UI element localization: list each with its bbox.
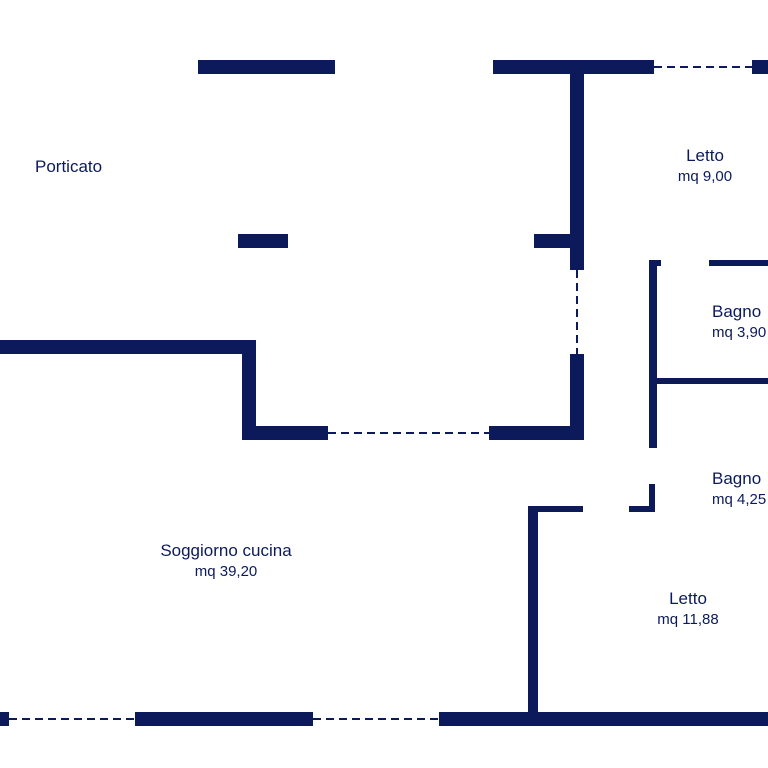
room-area: mq 3,90 bbox=[712, 324, 767, 341]
wall-stub-right bbox=[534, 234, 574, 248]
wall-bagno-left bbox=[649, 260, 657, 448]
room-area: mq 9,00 bbox=[677, 168, 733, 185]
wall-letto-left-lower bbox=[570, 354, 584, 440]
wall-soggiorno-mid-left bbox=[242, 426, 328, 440]
room-name: Letto bbox=[669, 589, 707, 608]
wall-bagno-top bbox=[709, 260, 768, 266]
room-name: Soggiorno cucina bbox=[160, 541, 292, 560]
wall-bottom-far-left bbox=[0, 712, 9, 726]
room-area: mq 4,25 bbox=[712, 491, 767, 508]
room-label-porticato: Porticato bbox=[35, 156, 102, 178]
wall-letto2-top bbox=[528, 506, 583, 512]
room-label-bagno-bottom: Bagno mq 4,25 bbox=[712, 468, 766, 509]
wall-bagno-top-stub bbox=[649, 260, 661, 266]
wall-soggiorno-mid-right bbox=[489, 426, 584, 440]
wall-letto2-left bbox=[528, 506, 538, 720]
room-label-letto-bottom: Letto mq 11,88 bbox=[657, 588, 718, 629]
room-area: mq 39,20 bbox=[194, 563, 258, 580]
room-label-soggiorno: Soggiorno cucina mq 39,20 bbox=[160, 540, 291, 581]
room-name: Bagno bbox=[712, 302, 762, 321]
wall-bagno-lower-foot bbox=[629, 506, 655, 512]
wall-top-right bbox=[493, 60, 654, 74]
room-name: Bagno bbox=[712, 469, 762, 488]
wall-soggiorno-step bbox=[242, 340, 256, 440]
wall-stub-left bbox=[238, 234, 288, 248]
wall-top-far-right bbox=[752, 60, 768, 74]
room-name: Letto bbox=[686, 146, 724, 165]
room-name: Porticato bbox=[35, 157, 103, 176]
room-area: mq 11,88 bbox=[657, 611, 719, 628]
room-label-bagno-top: Bagno mq 3,90 bbox=[712, 301, 766, 342]
wall-top-left bbox=[198, 60, 335, 74]
wall-bottom-mid bbox=[135, 712, 313, 726]
wall-letto-left bbox=[570, 72, 584, 270]
wall-bagno-divider bbox=[649, 378, 768, 384]
wall-bagno-lower-stub bbox=[649, 484, 655, 511]
wall-soggiorno-top bbox=[0, 340, 256, 354]
room-label-letto-top: Letto mq 9,00 bbox=[678, 145, 732, 186]
wall-bottom-right bbox=[439, 712, 768, 726]
